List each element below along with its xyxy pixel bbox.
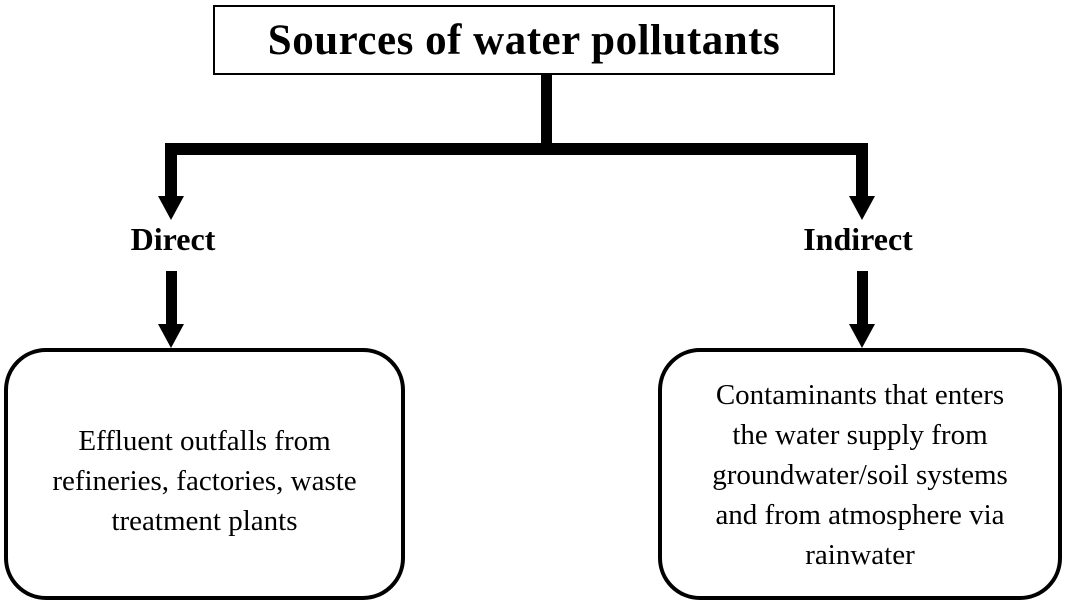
- direct-node-arrowhead-icon: [158, 324, 184, 348]
- direct-branch-arrow-line: [165, 143, 177, 197]
- indirect-description-box: Contaminants that enters the water suppl…: [658, 348, 1062, 600]
- root-connector-line: [541, 75, 552, 155]
- indirect-node-arrowhead-icon: [849, 324, 875, 348]
- branch-label-indirect: Indirect: [803, 221, 913, 257]
- indirect-branch-arrow-line: [856, 143, 868, 197]
- direct-description-text: Effluent outfalls from refineries, facto…: [52, 425, 357, 537]
- branch-connector-bar: [165, 143, 868, 155]
- direct-description-box: Effluent outfalls from refineries, facto…: [4, 348, 405, 600]
- title-node-box: Sources of water pollutants: [213, 5, 835, 75]
- indirect-node-arrow-line: [857, 271, 868, 325]
- direct-branch-arrowhead-icon: [158, 196, 184, 220]
- indirect-description-text: Contaminants that enters the water suppl…: [712, 379, 1008, 571]
- branch-label-direct: Direct: [130, 221, 216, 257]
- direct-node-arrow-line: [166, 271, 177, 325]
- diagram-title: Sources of water pollutants: [267, 16, 781, 64]
- indirect-branch-arrowhead-icon: [849, 196, 875, 220]
